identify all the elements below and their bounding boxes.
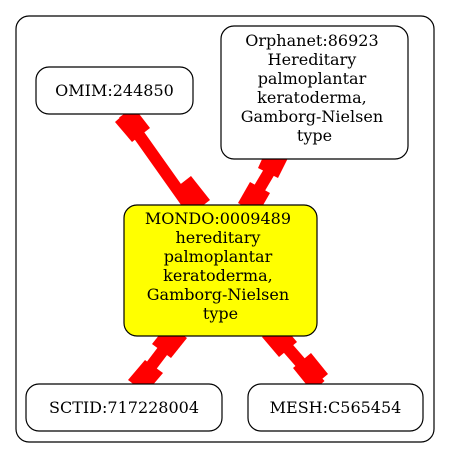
svg-text:MESH:C565454: MESH:C565454 <box>270 398 402 417</box>
node-orphanet-box <box>220 25 409 160</box>
node-omim-box <box>35 66 194 115</box>
node-omim-line: OMIM:244850 <box>55 81 174 100</box>
node-mondo-line: hereditary <box>176 228 261 247</box>
node-mondo-line: palmoplantar <box>164 247 273 266</box>
node-mesh-box <box>247 383 424 432</box>
node-mesh[interactable]: MESH:C565454 <box>247 383 424 432</box>
node-orphanet-line: Gamborg-Nielsen <box>241 107 383 126</box>
node-sctid-box <box>25 383 223 432</box>
node-orphanet[interactable]: Orphanet:86923 Hereditary palmoplantar k… <box>220 25 409 160</box>
node-orphanet-line: palmoplantar <box>258 69 367 88</box>
node-mondo-line: keratoderma, <box>163 266 273 285</box>
node-orphanet-line: keratoderma, <box>257 88 367 107</box>
svg-text:MONDO:0009489 hereditary: MONDO:0009489 hereditary palmoplantar ke… <box>145 209 296 323</box>
svg-text:OMIM:244850: OMIM:244850 <box>55 81 174 100</box>
svg-text:SCTID:717228004: SCTID:717228004 <box>49 398 199 417</box>
node-sctid[interactable]: SCTID:717228004 <box>25 383 223 432</box>
node-mondo-line: MONDO:0009489 <box>145 209 291 228</box>
node-orphanet-line: Orphanet:86923 <box>245 31 378 50</box>
node-omim[interactable]: OMIM:244850 <box>35 66 194 115</box>
edge-mondo-mesh-head <box>293 353 328 389</box>
node-orphanet-line: type <box>297 126 332 145</box>
node-mondo-line: type <box>203 304 238 323</box>
svg-text:Orphanet:86923 Hereditar: Orphanet:86923 Hereditary palmoplantar k… <box>241 31 388 145</box>
node-orphanet-line: Hereditary <box>268 50 357 69</box>
node-mondo-line: Gamborg-Nielsen <box>147 285 289 304</box>
node-mondo[interactable]: MONDO:0009489 hereditary palmoplantar ke… <box>123 204 318 337</box>
edge-omim-mondo-tail <box>115 106 150 142</box>
node-mondo-box <box>123 204 318 337</box>
node-mesh-line: MESH:C565454 <box>270 398 402 417</box>
node-sctid-line: SCTID:717228004 <box>49 398 199 417</box>
